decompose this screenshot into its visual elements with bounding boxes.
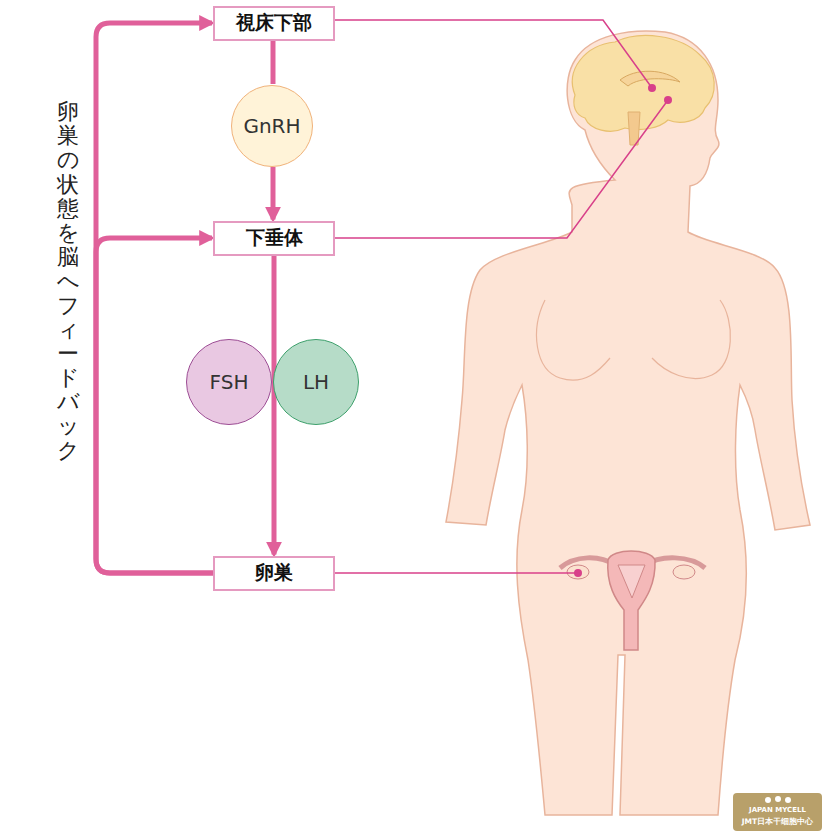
body-silhouette <box>446 31 810 815</box>
breast-line <box>537 300 731 380</box>
connector-arrow <box>271 41 276 85</box>
watermark: JAPAN MYCELL <box>733 806 822 814</box>
node-text: GnRH <box>243 114 300 138</box>
connector-arrow <box>272 256 277 555</box>
corpus-callosum <box>620 71 680 86</box>
node-text: 卵巣 <box>255 560 293 586</box>
uterus-cavity <box>618 565 645 598</box>
connector-arrow <box>96 23 213 573</box>
leader-line <box>335 20 652 88</box>
feedback-caption: 卵巣の状態を脳へフィードバック <box>57 100 79 463</box>
node-text: 視床下部 <box>236 10 312 36</box>
hormone-circle: GnRH <box>231 85 313 167</box>
process-box: 下垂体 <box>213 221 335 256</box>
watermark: JMT日本干细胞中心 <box>733 817 822 827</box>
process-box: 視床下部 <box>213 6 335 41</box>
leader-line <box>335 100 668 238</box>
node-text: LH <box>303 370 329 394</box>
node-text: FSH <box>210 370 249 394</box>
watermark-plate <box>733 793 822 831</box>
hormone-circle: FSH <box>186 339 272 425</box>
node-text: 下垂体 <box>246 225 303 251</box>
ovary-right <box>673 565 695 579</box>
leader-line <box>335 572 578 574</box>
watermark-icon <box>765 796 791 803</box>
process-box: 卵巣 <box>213 556 335 591</box>
uterus <box>608 551 655 650</box>
ovary-left <box>567 565 589 579</box>
brain <box>572 36 714 132</box>
connector-arrow <box>271 167 276 220</box>
hormone-circle: LH <box>273 339 359 425</box>
